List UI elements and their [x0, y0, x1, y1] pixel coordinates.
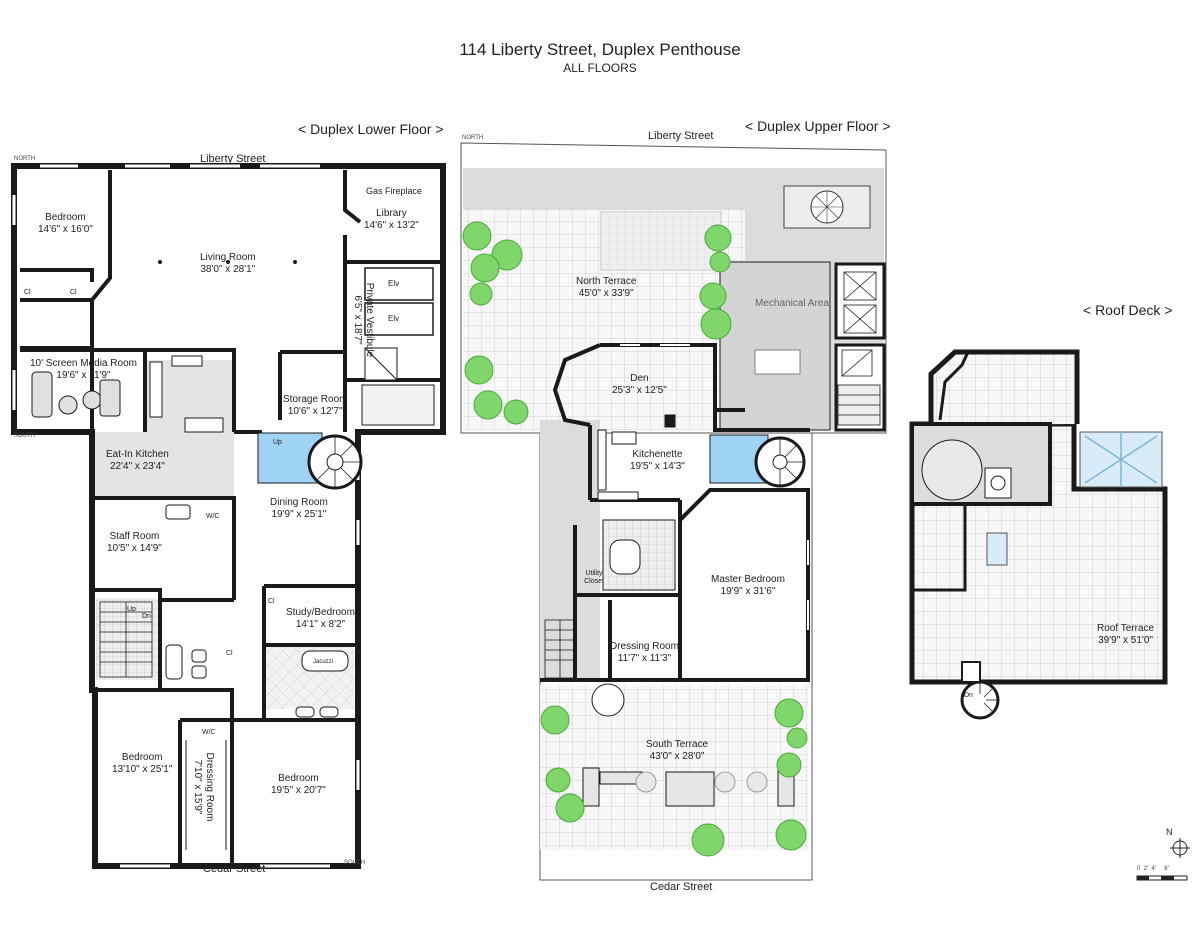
roof-deck-plan [909, 349, 1168, 720]
lower-stair-up-label: Up [273, 439, 282, 446]
north-arrow-label: N [1166, 827, 1173, 837]
wic-label-2: W/C [202, 729, 216, 736]
plan-subtitle: ALL FLOORS [563, 61, 637, 75]
upper-floor-plan [460, 142, 887, 881]
closet-label-4: Cl [268, 598, 275, 605]
wic-label-1: W/C [206, 513, 220, 520]
section-label-roof: < Roof Deck > [1083, 302, 1173, 318]
closet-label-3: Cl [226, 650, 233, 657]
upper-street-top: Liberty Street [648, 130, 714, 142]
lower-spiral-stair [307, 434, 363, 490]
gas-fireplace-label: Gas Fireplace [366, 186, 423, 196]
south-terrace-floor [540, 685, 808, 850]
lower-floor-plan [11, 163, 446, 869]
upper-north-label: NORTH [462, 135, 484, 141]
jacuzzi-label: Jacuzzi [313, 659, 334, 665]
lower-stair-up-label-2: Up [127, 606, 136, 613]
lower-outer-wall [11, 163, 446, 869]
north-terrace-floor [463, 168, 746, 430]
mechanical-area-label: Mechanical Area [755, 298, 829, 309]
upper-site-outline [460, 142, 887, 434]
closet-label-2: Cl [70, 289, 77, 296]
lower-north-label: NORTH [14, 156, 36, 162]
elevator-label-1: Elv [388, 279, 400, 288]
scale-bar [1136, 875, 1188, 881]
roof-stair-dn-label: Dn [964, 692, 973, 699]
kitchen-floor [92, 432, 234, 498]
lower-street-bottom: Cedar Street [203, 863, 266, 875]
closet-label-1: Cl [24, 289, 31, 296]
section-label-lower: < Duplex Lower Floor > [298, 121, 444, 137]
upper-street-bottom: Cedar Street [650, 881, 713, 893]
utility-closet-label: Utility Closet [584, 570, 604, 585]
lower-stair-dn-label: Dn [142, 613, 151, 620]
section-label-upper: < Duplex Upper Floor > [745, 118, 891, 134]
lower-south-label-2: SOUTH [344, 860, 365, 866]
lower-street-top: Liberty Street [200, 153, 266, 165]
lower-south-label: SOUTH [14, 433, 35, 439]
scale-bar-marks: 0 2' 4' 8' [1137, 866, 1169, 872]
elevator-label-2: Elv [388, 314, 400, 323]
north-arrow [1170, 838, 1190, 858]
plan-title: 114 Liberty Street, Duplex Penthouse [459, 40, 741, 59]
upper-spiral-stair [754, 436, 806, 488]
trees [462, 221, 808, 857]
